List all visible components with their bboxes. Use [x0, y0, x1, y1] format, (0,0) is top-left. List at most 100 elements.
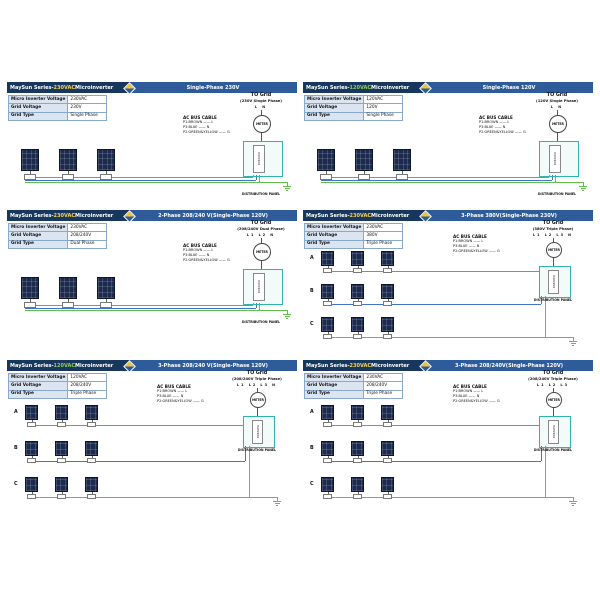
panel-stem-wire	[357, 492, 359, 494]
microinverter	[57, 494, 66, 499]
spec-label: Grid Type	[7, 239, 69, 249]
solar-panel	[393, 149, 411, 171]
panel-stem-wire	[327, 492, 329, 494]
diagram-header: MaySun Series-230VAC Microinverter Singl…	[7, 82, 297, 95]
panel-stem-wire	[106, 299, 107, 302]
spec-value: Dual Phase	[67, 239, 108, 249]
microinverter	[396, 174, 408, 180]
panel-stem-wire	[31, 492, 33, 494]
diagram-header: MaySun Series-230VAC Microinverter 2-Pha…	[7, 210, 297, 223]
ground-icon	[569, 340, 577, 342]
bus-wire	[25, 179, 256, 181]
ac-bus-cable-title: AC BUS CABLE	[157, 384, 191, 389]
spec-value: 208/240V	[67, 231, 108, 241]
series-suffix: Microinverter	[75, 84, 114, 91]
spec-value: Triple Phase	[67, 389, 108, 399]
bus-riser-wire	[256, 175, 257, 180]
panel-stem-wire	[61, 420, 63, 422]
ground-wire	[545, 496, 573, 498]
spec-value: Single Phase	[67, 111, 108, 121]
diagram-panel: MaySun Series-120VAC Microinverter Singl…	[303, 82, 593, 202]
meter: METER	[546, 392, 562, 408]
series-title: MaySun Series-230VAC Microinverter	[7, 210, 129, 221]
microinverter	[24, 302, 36, 308]
microinverter	[100, 174, 112, 180]
series-prefix: MaySun Series-	[10, 212, 54, 219]
distribution-panel-label: DISTRIBUTION PANEL	[537, 192, 577, 196]
ground-wire	[573, 496, 574, 501]
panel-stem-wire	[91, 420, 93, 422]
grid-drop-wire	[257, 387, 258, 392]
spec-value: 120V	[363, 103, 404, 113]
panel-stem-wire	[91, 456, 93, 458]
diagram-header: MaySun Series-120VAC Microinverter Singl…	[303, 82, 593, 95]
solar-panel	[25, 441, 38, 456]
bus-wire	[25, 177, 253, 178]
ac-bus-cable-line: P3:BLUE —— N	[479, 125, 506, 129]
ac-bus-cable-line: P3:BLUE —— N	[453, 394, 480, 398]
ground-wire	[555, 182, 583, 183]
panel-stem-wire	[387, 456, 389, 458]
bus-wire	[325, 303, 541, 305]
solar-panel	[55, 405, 68, 420]
series-title: MaySun Series-230VAC Microinverter	[7, 82, 129, 93]
diagram-panel: MaySun Series-230VAC Microinverter 3-Pha…	[303, 360, 593, 520]
diagram-panel: MaySun Series-230VAC Microinverter Singl…	[7, 82, 297, 202]
solar-panel	[381, 284, 394, 299]
spec-label: Grid Type	[303, 239, 365, 249]
microinverter	[383, 458, 392, 463]
panel-stem-wire	[326, 171, 327, 174]
spec-label: Grid Voltage	[7, 231, 69, 241]
array-row-label: C	[310, 481, 314, 487]
microinverter	[323, 422, 332, 427]
solar-panel	[355, 149, 373, 171]
array-row-label: B	[14, 445, 18, 451]
microinverter	[383, 422, 392, 427]
series-title: MaySun Series-230VAC Microinverter	[303, 210, 425, 221]
microinverter	[27, 422, 36, 427]
to-grid-line2: (230V Single Phase)	[240, 98, 282, 103]
to-grid-line1: TO Grid	[542, 221, 564, 226]
microinverter	[353, 334, 362, 339]
microinverter	[57, 458, 66, 463]
to-grid-line1: TO Grid	[542, 371, 564, 376]
panel-stem-wire	[364, 171, 365, 174]
diagram-panel: MaySun Series-230VAC Microinverter 2-Pha…	[7, 210, 297, 352]
meter: METER	[549, 115, 567, 133]
spec-value: 230VAC	[67, 222, 108, 233]
bus-riser-wire	[259, 175, 260, 182]
ac-bus-cable-line: P1:BROWN —— L	[183, 120, 214, 125]
ground-icon	[284, 188, 290, 189]
solar-panel	[321, 477, 334, 492]
to-grid-label: TO Grid(208/240V Triple Phase)	[217, 371, 297, 381]
microinverter	[383, 301, 392, 306]
meter: METER	[253, 115, 271, 133]
bus-wire	[29, 460, 245, 462]
array-row-label: A	[310, 255, 314, 261]
spec-label: Micro Inverter Voltage	[303, 94, 365, 105]
spec-value: 230V	[67, 103, 108, 113]
panel-stem-wire	[31, 456, 33, 458]
solar-panel	[381, 441, 394, 456]
bus-riser-wire	[541, 446, 542, 461]
grid-drop-wire	[261, 109, 262, 115]
series-voltage: 230VAC	[53, 84, 76, 91]
series-prefix: MaySun Series-	[306, 362, 350, 369]
panel-stem-wire	[357, 266, 359, 268]
phase-labels: L N	[550, 105, 564, 109]
series-title: MaySun Series-230VAC Microinverter	[303, 360, 425, 371]
solar-panel	[321, 405, 334, 420]
meter-breaker-wire	[257, 406, 258, 416]
solar-panel	[85, 441, 98, 456]
series-suffix: Microinverter	[371, 362, 410, 369]
ac-bus-cable-line: P1:BROWN —— L	[453, 389, 484, 394]
bus-riser-wire	[541, 296, 542, 304]
solar-panel	[97, 149, 115, 171]
